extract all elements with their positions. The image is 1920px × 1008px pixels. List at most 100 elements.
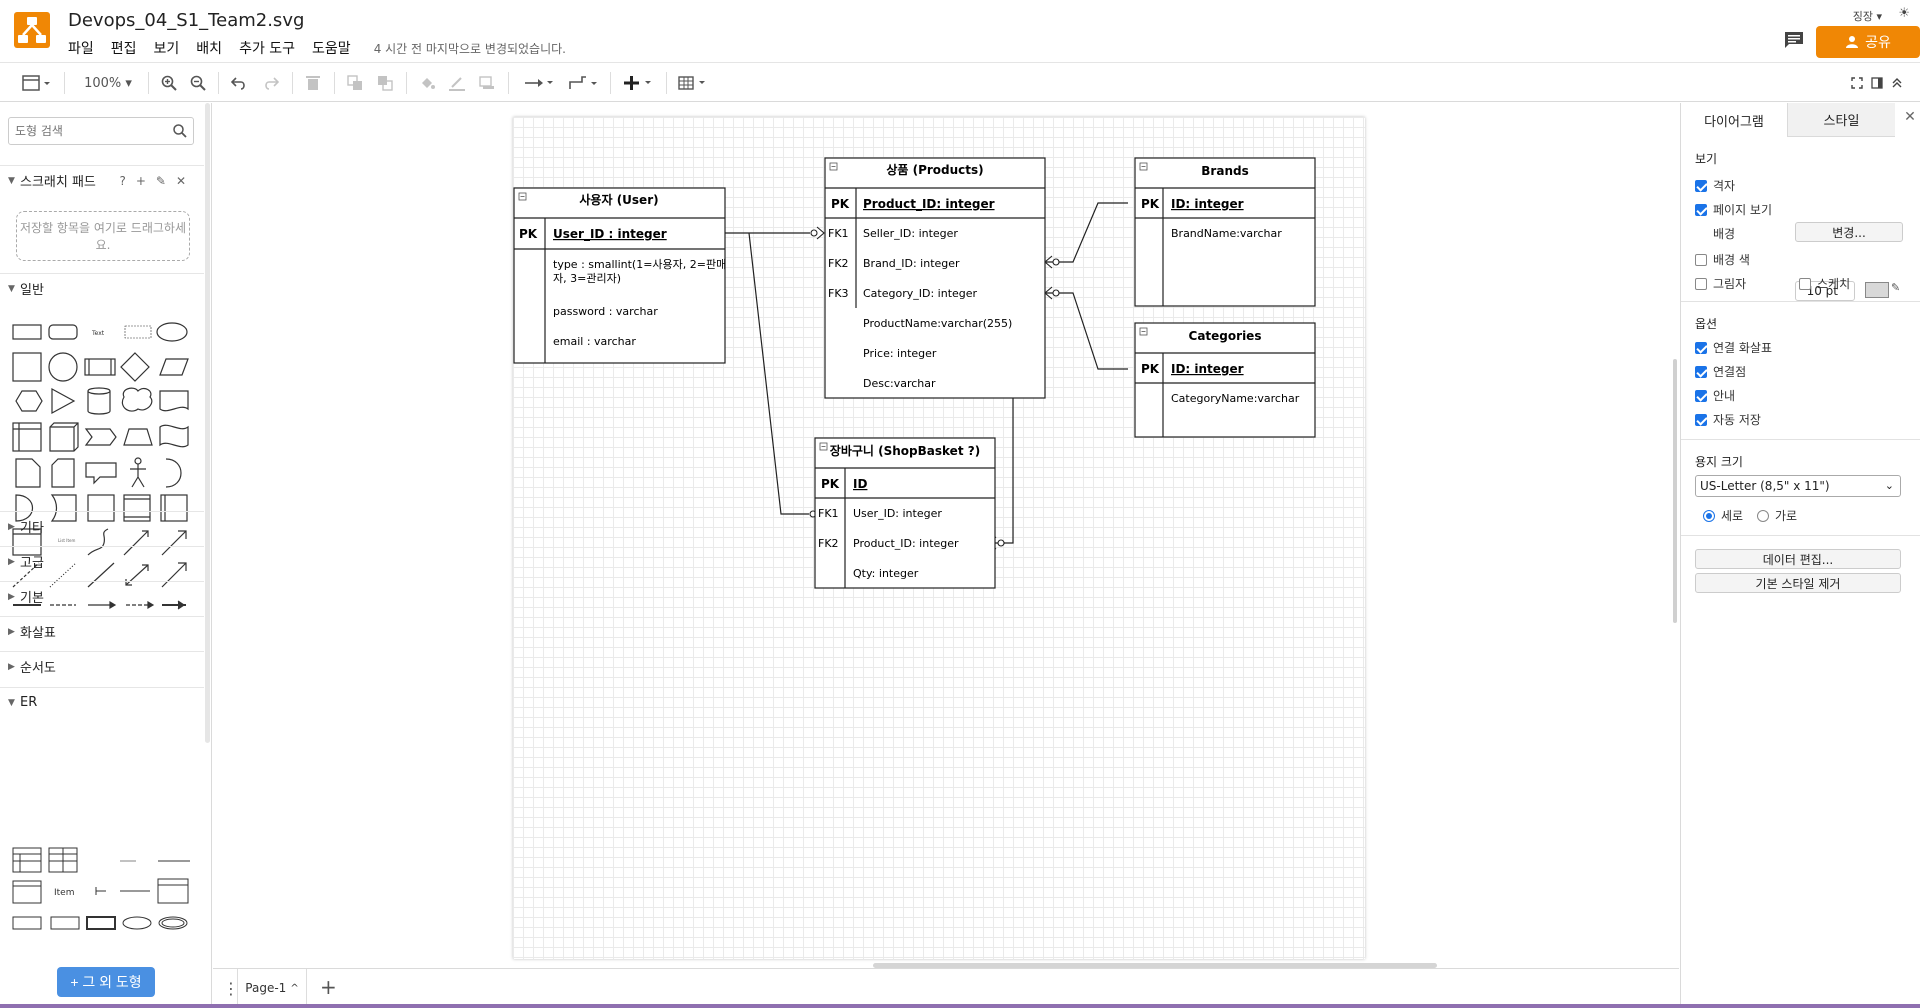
menu-help[interactable]: 도움말 bbox=[312, 41, 351, 57]
sketch-option[interactable]: 스케치 bbox=[1799, 275, 1850, 292]
section-arrows[interactable]: ▶화살표 bbox=[0, 616, 204, 646]
menu-edit[interactable]: 편집 bbox=[110, 41, 137, 57]
section-misc[interactable]: ▶기타 bbox=[0, 511, 204, 541]
help-icon[interactable]: ? bbox=[119, 174, 126, 188]
waypoints-icon[interactable] bbox=[566, 72, 600, 94]
menu-extras[interactable]: 추가 도구 bbox=[239, 41, 296, 57]
background-color-option[interactable]: 배경 색 bbox=[1695, 251, 1750, 268]
section-advanced[interactable]: ▶고급 bbox=[0, 546, 204, 576]
field: Desc:varchar bbox=[863, 377, 936, 390]
document-title[interactable]: Devops_04_S1_Team2.svg bbox=[68, 10, 305, 31]
page-view-checkbox[interactable] bbox=[1695, 203, 1707, 216]
products-table[interactable]: 상품 (Products) PK Product_ID: integer FK1… bbox=[824, 157, 1046, 399]
categories-table[interactable]: Categories PK ID: integer CategoryName:v… bbox=[1134, 322, 1316, 438]
change-background-button[interactable]: 변경... bbox=[1795, 222, 1903, 242]
close-icon[interactable]: ✕ bbox=[175, 174, 186, 188]
diagram-canvas[interactable]: 사용자 (User) PK User_ID : integer type : s… bbox=[213, 103, 1679, 968]
connection-points-checkbox[interactable] bbox=[1695, 365, 1707, 378]
sketch-checkbox[interactable] bbox=[1799, 277, 1811, 290]
canvas-horizontal-scrollbar[interactable] bbox=[873, 963, 1437, 968]
menu-arrange[interactable]: 배치 bbox=[196, 41, 223, 57]
theme-toggle-icon[interactable]: ☀ bbox=[1898, 6, 1910, 21]
grid-checkbox[interactable] bbox=[1695, 179, 1707, 192]
comments-icon[interactable] bbox=[1783, 31, 1805, 49]
delete-icon[interactable] bbox=[302, 72, 324, 94]
zoom-in-icon[interactable] bbox=[158, 72, 180, 94]
zoom-out-icon[interactable] bbox=[187, 72, 209, 94]
pencil-icon[interactable]: ✎ bbox=[1891, 281, 1901, 294]
table-icon[interactable] bbox=[676, 72, 710, 94]
to-back-icon[interactable] bbox=[374, 72, 396, 94]
connection-points-option[interactable]: 연결점 bbox=[1695, 363, 1746, 380]
line-color-icon[interactable] bbox=[446, 72, 468, 94]
user-icon bbox=[1846, 36, 1859, 48]
page-view-option[interactable]: 페이지 보기 bbox=[1695, 201, 1772, 218]
section-basic[interactable]: ▶기본 bbox=[0, 581, 204, 611]
section-flowchart[interactable]: ▶순서도 bbox=[0, 651, 204, 681]
share-button[interactable]: 공유 bbox=[1816, 26, 1920, 58]
clear-default-style-button[interactable]: 기본 스타일 제거 bbox=[1695, 573, 1901, 593]
drawio-logo[interactable] bbox=[14, 12, 50, 48]
landscape-radio[interactable] bbox=[1757, 509, 1769, 522]
basket-table[interactable]: 장바구니 (ShopBasket ?) PK ID FK1 User_ID: i… bbox=[814, 437, 996, 589]
shape-sidebar: ▼ 스크래치 패드 ? + ✎ ✕ 저장할 항목을 여기로 드래그하세요. ▼ … bbox=[0, 103, 212, 1008]
tab-style[interactable]: 스타일 bbox=[1787, 103, 1895, 137]
paper-size-select[interactable]: US-Letter (8,5" x 11")⌄ bbox=[1695, 475, 1901, 497]
fill-color-icon[interactable] bbox=[416, 72, 438, 94]
more-shapes-button[interactable]: + 그 외 도형 bbox=[57, 967, 155, 997]
edit-data-button[interactable]: 데이터 편집... bbox=[1695, 549, 1901, 569]
landscape-option[interactable]: 가로 bbox=[1757, 507, 1797, 524]
user-menu[interactable]: 징장 ▾ bbox=[1852, 10, 1882, 23]
portrait-radio[interactable] bbox=[1703, 509, 1715, 522]
connection-style-icon[interactable] bbox=[522, 72, 556, 94]
section-scratchpad[interactable]: ▼ 스크래치 패드 ? + ✎ ✕ bbox=[0, 165, 204, 195]
brands-table[interactable]: Brands PK ID: integer BrandName:varchar bbox=[1134, 157, 1316, 307]
tab-diagram[interactable]: 다이어그램 bbox=[1681, 103, 1787, 137]
shape-search-input[interactable] bbox=[9, 118, 159, 144]
connection-arrows-option[interactable]: 연결 화살표 bbox=[1695, 339, 1772, 356]
general-shapes-palette[interactable]: Text List Item bbox=[10, 315, 195, 715]
format-panel-toggle-icon[interactable] bbox=[20, 72, 54, 94]
autosave-option[interactable]: 자동 저장 bbox=[1695, 411, 1761, 428]
grid-option[interactable]: 격자 bbox=[1695, 177, 1735, 194]
products-to-categories-connector bbox=[1046, 292, 1128, 370]
portrait-option[interactable]: 세로 bbox=[1703, 507, 1743, 524]
background-color-checkbox[interactable] bbox=[1695, 253, 1707, 266]
scratchpad-drop-zone[interactable]: 저장할 항목을 여기로 드래그하세요. bbox=[16, 211, 190, 261]
fullscreen-icon[interactable] bbox=[1848, 72, 1866, 94]
pages-menu-icon[interactable]: ⋮ bbox=[223, 979, 239, 998]
redo-icon[interactable] bbox=[260, 72, 282, 94]
zoom-select[interactable]: 100% ▾ bbox=[84, 75, 132, 91]
guides-checkbox[interactable] bbox=[1695, 389, 1707, 402]
edit-icon[interactable]: ✎ bbox=[155, 174, 166, 188]
chevron-up-icon[interactable]: ^ bbox=[290, 982, 299, 994]
add-page-icon[interactable]: + bbox=[320, 975, 337, 999]
undo-icon[interactable] bbox=[228, 72, 250, 94]
fk-label: FK1 bbox=[818, 507, 839, 520]
search-icon[interactable] bbox=[173, 124, 187, 138]
section-general[interactable]: ▼ 일반 bbox=[0, 273, 204, 303]
menu-file[interactable]: 파일 bbox=[68, 41, 94, 57]
sidebar-scrollbar[interactable] bbox=[205, 103, 210, 743]
section-er[interactable]: ▼ER bbox=[0, 687, 204, 717]
to-front-icon[interactable] bbox=[344, 72, 366, 94]
shadow-checkbox[interactable] bbox=[1695, 277, 1707, 290]
last-saved-status[interactable]: 4 시간 전 마지막으로 변경되었습니다. bbox=[373, 41, 566, 56]
user-table[interactable]: 사용자 (User) PK User_ID : integer type : s… bbox=[513, 187, 730, 364]
canvas-vertical-scrollbar[interactable] bbox=[1673, 359, 1677, 623]
close-icon[interactable]: ✕ bbox=[1904, 109, 1916, 125]
connection-arrows-checkbox[interactable] bbox=[1695, 341, 1707, 354]
collapse-icon[interactable] bbox=[1888, 72, 1906, 94]
guides-option[interactable]: 안내 bbox=[1695, 387, 1735, 404]
insert-icon[interactable] bbox=[622, 72, 656, 94]
format-panel-icon[interactable] bbox=[1868, 72, 1886, 94]
tab-page-1[interactable]: Page-1 ^ bbox=[237, 969, 307, 1007]
er-shapes-palette[interactable]: Item bbox=[10, 843, 195, 953]
autosave-checkbox[interactable] bbox=[1695, 413, 1707, 426]
menu-view[interactable]: 보기 bbox=[153, 41, 180, 57]
shadow-option[interactable]: 그림자 bbox=[1695, 275, 1746, 292]
grid-size-input[interactable]: 10 pt bbox=[1795, 281, 1855, 301]
shadow-icon[interactable] bbox=[476, 72, 498, 94]
grid-color-swatch[interactable] bbox=[1865, 282, 1889, 298]
add-icon[interactable]: + bbox=[135, 174, 146, 188]
